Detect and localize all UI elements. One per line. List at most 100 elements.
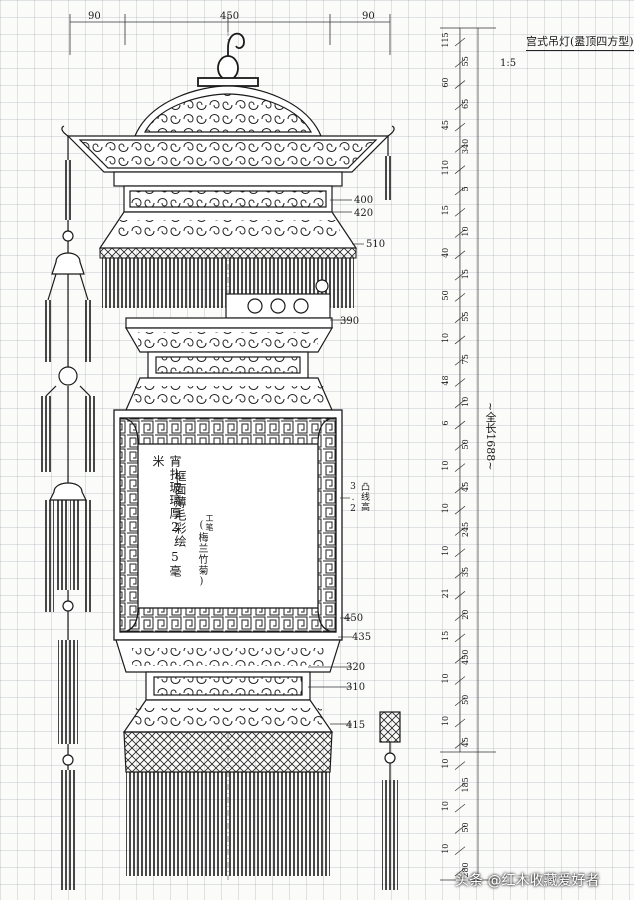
vertical-tick [454, 293, 466, 302]
vertical-tick [454, 250, 466, 260]
note-painting: 框面薄毛彩绘 [173, 470, 187, 548]
roof [61, 85, 395, 173]
note-painting-subjects: (梅兰竹菊) [196, 520, 207, 588]
vertical-dim-label: 10 [441, 546, 450, 556]
vertical-dim-label: 60 [441, 77, 450, 87]
mid-bands [124, 317, 334, 411]
vertical-tick [454, 740, 466, 749]
vertical-dim-label: 48 [441, 375, 450, 385]
vertical-dim-label: 65 [461, 99, 470, 109]
vertical-tick [454, 505, 466, 515]
right-pendant [379, 711, 401, 890]
vertical-tick [454, 80, 466, 89]
vertical-tick [454, 591, 466, 600]
vertical-dim-label: 50 [461, 439, 470, 449]
vertical-tick [454, 378, 466, 387]
vertical-dim-label: 10 [441, 844, 450, 854]
vertical-tick [454, 761, 466, 770]
vertical-dim-label: 15 [441, 205, 450, 215]
dim-right-90: 90 [362, 11, 375, 22]
vertical-ticks [454, 37, 466, 877]
vertical-tick [454, 144, 466, 153]
vertical-dim-label: 55 [461, 56, 470, 66]
vertical-dim-label: 115 [441, 32, 450, 47]
vertical-tick [454, 314, 466, 323]
vertical-tick [454, 335, 466, 345]
vertical-dim-label: 21 [441, 588, 450, 598]
vertical-tick [454, 846, 466, 855]
vertical-dim-label: 245 [461, 522, 470, 537]
vertical-dim-label: 45 [461, 482, 470, 492]
vertical-dim-label: 45 [441, 120, 450, 130]
vertical-dim-label: 340 [461, 139, 470, 154]
vertical-tick [454, 825, 466, 834]
width-callouts [308, 199, 364, 725]
vertical-tick [454, 548, 466, 558]
vertical-tick [454, 867, 466, 877]
width-435: 435 [352, 632, 371, 643]
vertical-dim-label: 6 [441, 421, 450, 426]
vertical-tick [454, 59, 466, 68]
roof-tassel-right [383, 136, 393, 200]
bottom-fringe [123, 731, 333, 876]
vertical-tick [454, 229, 466, 238]
vertical-tick [454, 165, 466, 174]
lower-bands [115, 639, 341, 733]
vertical-dim-label: 10 [441, 333, 450, 343]
drawing-title: 宫式吊灯(盝顶四方型) [526, 33, 634, 51]
vertical-tick [454, 101, 466, 111]
width-400: 400 [354, 195, 373, 206]
vertical-dim-label: 10 [441, 673, 450, 683]
vertical-dim-label: 35 [461, 567, 470, 577]
width-310: 310 [346, 682, 365, 693]
vertical-tick [454, 37, 466, 47]
vertical-tick [454, 612, 466, 621]
vertical-tick [454, 271, 466, 281]
vertical-tick [454, 484, 466, 494]
vertical-tick [454, 122, 466, 132]
vertical-dim-label: 10 [441, 716, 450, 726]
vertical-dim-label: 10 [441, 758, 450, 768]
vertical-dim-label: 15 [441, 631, 450, 641]
dim-center-450: 450 [220, 11, 239, 22]
roof-tassel-left [63, 136, 73, 220]
upper-body [98, 171, 358, 249]
main-panel [113, 409, 343, 641]
vertical-dim-label: 40 [441, 248, 450, 258]
vertical-dim-label: 10 [441, 801, 450, 811]
width-510: 510 [366, 239, 385, 250]
vertical-tick [454, 718, 466, 728]
width-420: 420 [354, 208, 373, 219]
vertical-dim-label: 10 [461, 226, 470, 236]
total-length: ~全长1688~ [484, 402, 497, 471]
vertical-tick [454, 654, 466, 664]
vertical-dim-label: 50 [441, 290, 450, 300]
vertical-tick [454, 420, 466, 430]
watermark: 头条 @红木收藏爱好者 [455, 873, 600, 889]
note-gongbi: 工笔 [205, 514, 214, 532]
vertical-tick [454, 633, 466, 643]
left-pendant [41, 220, 95, 890]
note-glass: 宵扎玻璃厚2.5毫米 [151, 455, 182, 578]
vertical-tick [454, 676, 466, 685]
vertical-tick [454, 442, 466, 451]
vertical-dimension-labels: 1155560654534011051510401550551075481065… [441, 32, 470, 877]
note-raised-line: 凸线高3.2 [348, 482, 369, 515]
vertical-dim-label: 75 [461, 354, 470, 364]
vertical-dim-label: 10 [461, 397, 470, 407]
vertical-dim-label: 185 [461, 777, 470, 792]
width-320: 320 [346, 662, 365, 673]
vertical-dim-label: 10 [441, 461, 450, 471]
vertical-tick [454, 207, 466, 217]
vertical-dim-label: 55 [461, 312, 470, 322]
vertical-tick [454, 803, 466, 813]
vertical-tick [454, 527, 466, 536]
vertical-tick [454, 186, 466, 196]
vertical-dim-label: 280 [461, 862, 470, 877]
scale-label: 1:5 [500, 58, 517, 69]
dim-left-90: 90 [88, 11, 101, 22]
vertical-dim-label: 10 [441, 503, 450, 513]
vertical-tick [454, 463, 466, 472]
vertical-tick [454, 697, 466, 707]
vertical-dim-label: 50 [461, 822, 470, 832]
